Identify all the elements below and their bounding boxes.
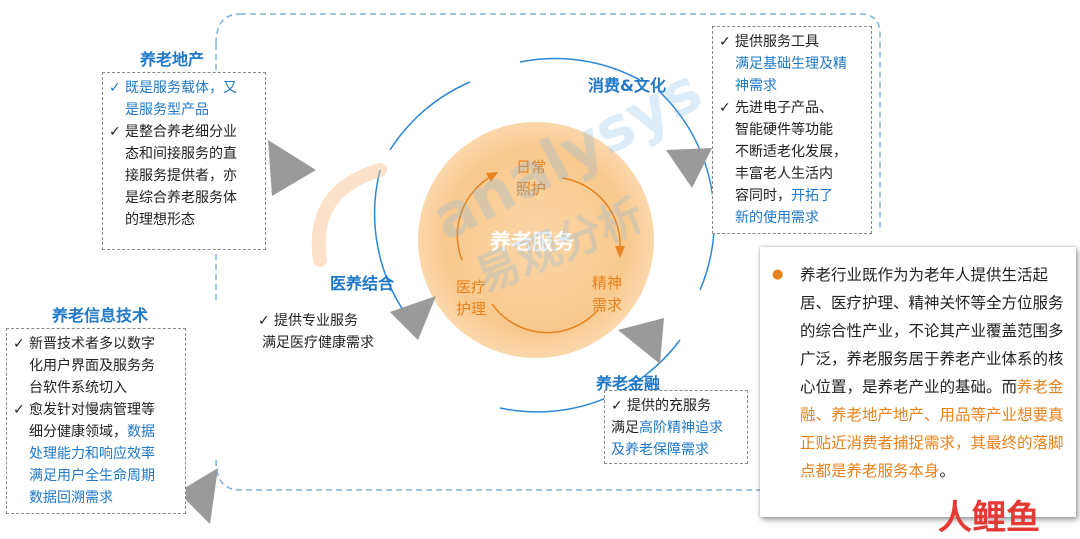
check-icon: ✓ [109,124,121,140]
node-consumption: 消费&文化 [588,76,666,95]
list-item: ✓ 愈发针对慢病管理等 细分健康领域，数据 处理能力和响应效率 满足用户全生命周… [13,399,179,509]
summary-text: 养老行业既作为为老年人提供生活起居、医疗护理、精神关怀等全方位服务的综合性产业，… [800,266,1064,396]
pointer-medical-arrow [390,296,436,340]
pointer-info-tech-arrow [178,468,218,524]
list-item: ✓ 既是服务载体，又是服务型产品 [109,77,259,121]
list-item: ✓ 先进电子产品、智能硬件等功能 不断适老化发展，丰富老人生活内 容同时，开拓了… [719,97,865,229]
list-item: ✓ 是整合养老细分业态和间接服务的直 接服务提供者，亦是综合养老服务体 的理想形… [109,121,259,231]
pointer-real-estate-arrow [268,140,316,196]
cycle-daily-care: 日常照护 [516,158,547,198]
check-icon: ✓ [719,34,731,50]
finance-box-line: 及养老保障需求 [611,442,709,458]
check-icon: ✓ [611,398,623,414]
real-estate-box: ✓ 既是服务载体，又是服务型产品 ✓ 是整合养老细分业态和间接服务的直 接服务提… [102,72,266,250]
check-icon: ✓ [258,313,270,329]
cycle-medical-care: 医疗护理 [456,278,487,318]
check-icon: ✓ [13,336,25,352]
real-estate-heading: 养老地产 [140,50,205,69]
cycle-spiritual-needs: 精神需求 [592,274,623,314]
pointer-consumption-arrow [666,148,712,188]
check-icon: ✓ [719,100,731,116]
medical-box: ✓ 提供专业服务 满足医疗健康需求 [252,308,388,362]
watermark-logo-arc [311,163,387,267]
bullet-icon: ● [772,267,784,282]
node-medical: 医养结合 [330,274,395,293]
finance-box-line: 满足高阶精神追求 [611,420,723,436]
brand-logo: 人鲤鱼 [938,498,1040,538]
center-title: 养老服务 [490,230,574,254]
summary-highlight: 养老金融、养老地产地产、用品等产业想要真正贴近消费者捕捉需求，其最终的落脚点都是… [800,378,1064,480]
info-tech-box: ✓ 新晋技术者多以数字化用户界面及服务务 台软件系统切入 ✓ 愈发针对慢病管理等… [6,328,186,514]
list-item: ✓ 新晋技术者多以数字化用户界面及服务务 台软件系统切入 [13,333,179,399]
finance-box: ✓ 提供的充服务 满足高阶精神追求 及养老保障需求 [604,390,748,464]
summary-panel: ● 养老行业既作为为老年人提供生活起居、医疗护理、精神关怀等全方位服务的综合性产… [760,247,1076,517]
check-icon: ✓ [13,402,25,418]
check-icon: ✓ [109,80,121,96]
info-tech-heading: 养老信息技术 [52,306,149,325]
list-item: ✓ 提供专业服务 [258,310,382,332]
consumption-box: ✓ 提供服务工具 满足基础生理及精 神需求 ✓ 先进电子产品、智能硬件等功能 不… [712,26,872,234]
list-item: ✓ 提供服务工具 满足基础生理及精 神需求 [719,31,865,97]
list-item: ✓ 提供的充服务 [611,395,741,417]
medical-box-line: 满足医疗健康需求 [262,335,374,351]
pointer-finance-arrow [618,318,664,364]
node-finance: 养老金融 [596,374,661,393]
summary-end: 。 [939,462,956,480]
